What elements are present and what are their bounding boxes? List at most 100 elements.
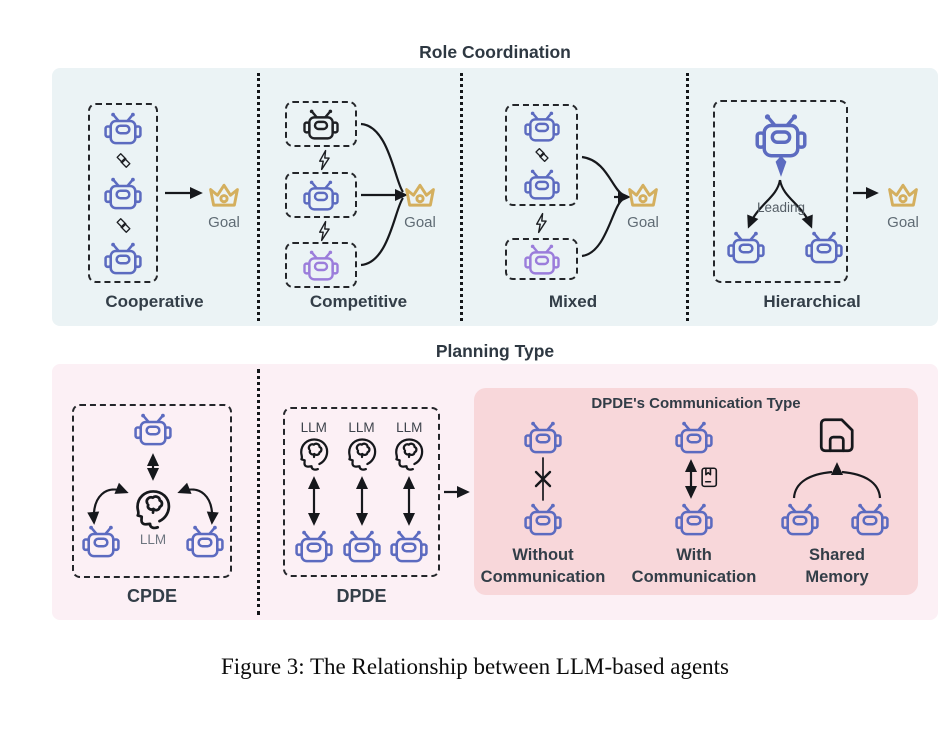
leading-arrows <box>747 179 813 229</box>
arrow-to-goal <box>853 186 879 200</box>
section-dpde: LLM LLM LLM <box>257 364 474 620</box>
crown-icon <box>884 180 922 213</box>
figure-caption: Figure 3: The Relationship between LLM-b… <box>220 654 729 679</box>
bidirectional-arrow-with-memo <box>684 459 718 499</box>
bidirectional-arrow <box>307 476 320 526</box>
robot-icon <box>524 502 562 537</box>
handshake-icon <box>533 146 551 164</box>
label-line: Memory <box>805 568 869 586</box>
label-line: Shared <box>809 546 865 564</box>
goal: Goal <box>611 180 675 231</box>
separator <box>686 73 689 321</box>
section-label-competitive: Competitive <box>309 292 408 311</box>
dpde-label: DPDE <box>336 586 387 606</box>
robot-icon <box>524 243 560 276</box>
handshake-icon <box>114 151 133 170</box>
goal: Goal <box>871 180 935 231</box>
mixed-competing-box <box>505 238 578 280</box>
memo-icon <box>701 467 718 488</box>
section-label-cooperative: Cooperative <box>105 292 204 311</box>
goal-label: Goal <box>208 214 240 231</box>
lightning-icon <box>532 212 550 234</box>
without-communication-label: Without Communication <box>477 544 609 588</box>
robot-icon <box>675 420 713 455</box>
cooperative-agent-group <box>88 103 158 283</box>
goal: Goal <box>192 180 256 231</box>
robot-icon <box>524 110 560 143</box>
leader-robot-icon <box>755 112 807 179</box>
label-line: Communication <box>480 568 606 586</box>
planning-type-panel: LLM CPDE LLM <box>52 364 938 620</box>
section-cpde: LLM CPDE <box>52 364 257 620</box>
separator <box>460 73 463 321</box>
dpde-agent-column: LLM <box>343 420 381 564</box>
robot-icon <box>303 249 339 282</box>
llm-brain-icon <box>390 435 428 473</box>
robot-icon <box>104 176 142 211</box>
cpde-label: CPDE <box>126 586 177 606</box>
dpde-agent-column: LLM <box>295 420 333 564</box>
converging-arrows <box>360 122 408 267</box>
robot-icon <box>727 230 765 265</box>
robot-icon <box>851 502 889 537</box>
robot-icon <box>134 412 172 447</box>
bidirectional-arrow <box>355 476 368 526</box>
robot-icon <box>303 108 339 141</box>
llm-brain-icon <box>343 435 381 473</box>
robot-icon <box>303 179 339 212</box>
column-without-communication: Without Communication <box>477 388 609 595</box>
section-hierarchical: Leading Goal Hierarchical <box>686 68 938 326</box>
dpde-box: LLM LLM LLM <box>283 407 440 577</box>
llm-label: LLM <box>300 420 327 435</box>
competitive-agent-box <box>285 101 357 147</box>
column-with-communication: With Communication <box>624 388 764 595</box>
robot-icon <box>524 420 562 455</box>
planning-type-title: Planning Type <box>435 341 555 361</box>
with-communication-label: With Communication <box>624 544 764 588</box>
competitive-agent-box <box>285 242 357 288</box>
crown-icon <box>401 180 439 213</box>
mixed-cooperating-box <box>505 104 578 206</box>
arrow-to-communication <box>444 485 470 499</box>
goal-label: Goal <box>627 214 659 231</box>
robot-icon <box>186 524 224 559</box>
bidirectional-arrow <box>403 476 416 526</box>
robot-icon <box>343 529 381 564</box>
crown-icon <box>205 180 243 213</box>
handshake-icon <box>114 216 133 235</box>
role-coordination-panel: Goal Cooperative <box>52 68 938 326</box>
role-coordination-title: Role Coordination <box>419 42 571 62</box>
robot-icon <box>104 111 142 146</box>
llm-label: LLM <box>139 532 167 547</box>
robot-icon <box>805 230 843 265</box>
lightning-icon <box>315 220 333 242</box>
bidirectional-curved-arrows <box>87 482 219 525</box>
robot-icon <box>524 168 560 201</box>
robot-icon <box>781 502 819 537</box>
separator <box>257 73 260 321</box>
section-label-mixed: Mixed <box>548 292 598 311</box>
goal-label: Goal <box>404 214 436 231</box>
lightning-icon <box>315 149 333 171</box>
robot-icon <box>390 529 428 564</box>
label-line: Without <box>512 546 574 564</box>
bidirectional-arrow <box>146 453 160 481</box>
dpde-agent-column: LLM <box>390 420 428 564</box>
communication-type-title: DPDE's Communication Type <box>591 395 801 412</box>
section-mixed: Goal Mixed <box>460 68 686 326</box>
robot-icon <box>82 524 120 559</box>
label-line: Communication <box>631 568 757 586</box>
robot-icon <box>295 529 333 564</box>
shared-memory-label: Shared Memory <box>766 544 908 588</box>
cpde-box: LLM <box>72 404 232 578</box>
competitive-agent-box <box>285 172 357 218</box>
blocked-link-icon <box>534 457 552 501</box>
separator <box>257 369 260 615</box>
leading-label: Leading <box>756 200 806 215</box>
section-label-hierarchical: Hierarchical <box>763 292 861 311</box>
hierarchical-group-box <box>713 100 848 283</box>
communication-type-panel: DPDE's Communication Type Without Commun… <box>474 388 918 595</box>
robot-icon <box>104 241 142 276</box>
column-shared-memory: Shared Memory <box>766 388 908 595</box>
